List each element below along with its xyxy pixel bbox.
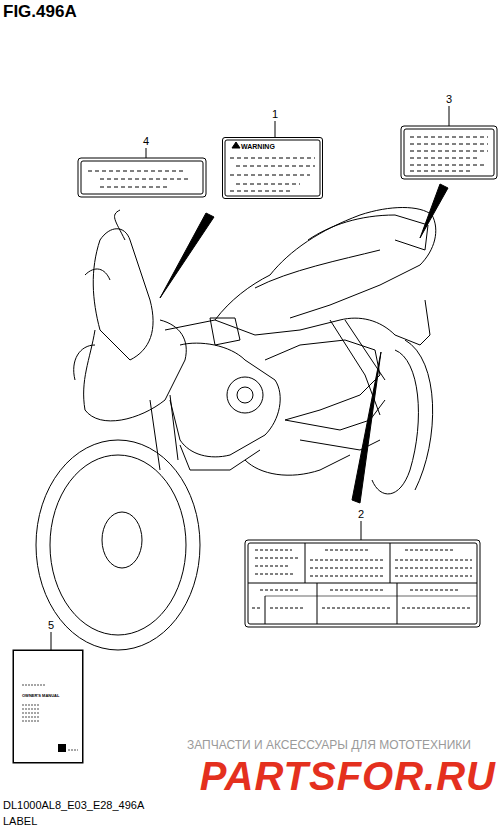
callout-number: 3 <box>446 94 452 105</box>
warning-label: WARNING <box>222 137 323 199</box>
watermark-logo: PARTSFOR.RU <box>200 756 496 796</box>
figure-caption: LABEL <box>3 816 37 827</box>
callout-number: 5 <box>48 620 54 631</box>
callout-number: 1 <box>272 109 278 120</box>
watermark-text: ЗАПЧАСТИ И АКСЕССУАРЫ ДЛЯ МОТОТЕХНИКИ <box>185 739 473 751</box>
figure-title: FIG.496A <box>3 3 77 20</box>
owners-manual: OWNER'S MANUAL <box>13 650 83 763</box>
drawing-code: DL1000AL8_E03_E28_496A <box>3 800 144 811</box>
manual-title: OWNER'S MANUAL <box>22 694 59 698</box>
callout-number: 2 <box>358 509 364 520</box>
label-heading: WARNING <box>241 143 275 150</box>
callout-number: 4 <box>143 136 149 147</box>
